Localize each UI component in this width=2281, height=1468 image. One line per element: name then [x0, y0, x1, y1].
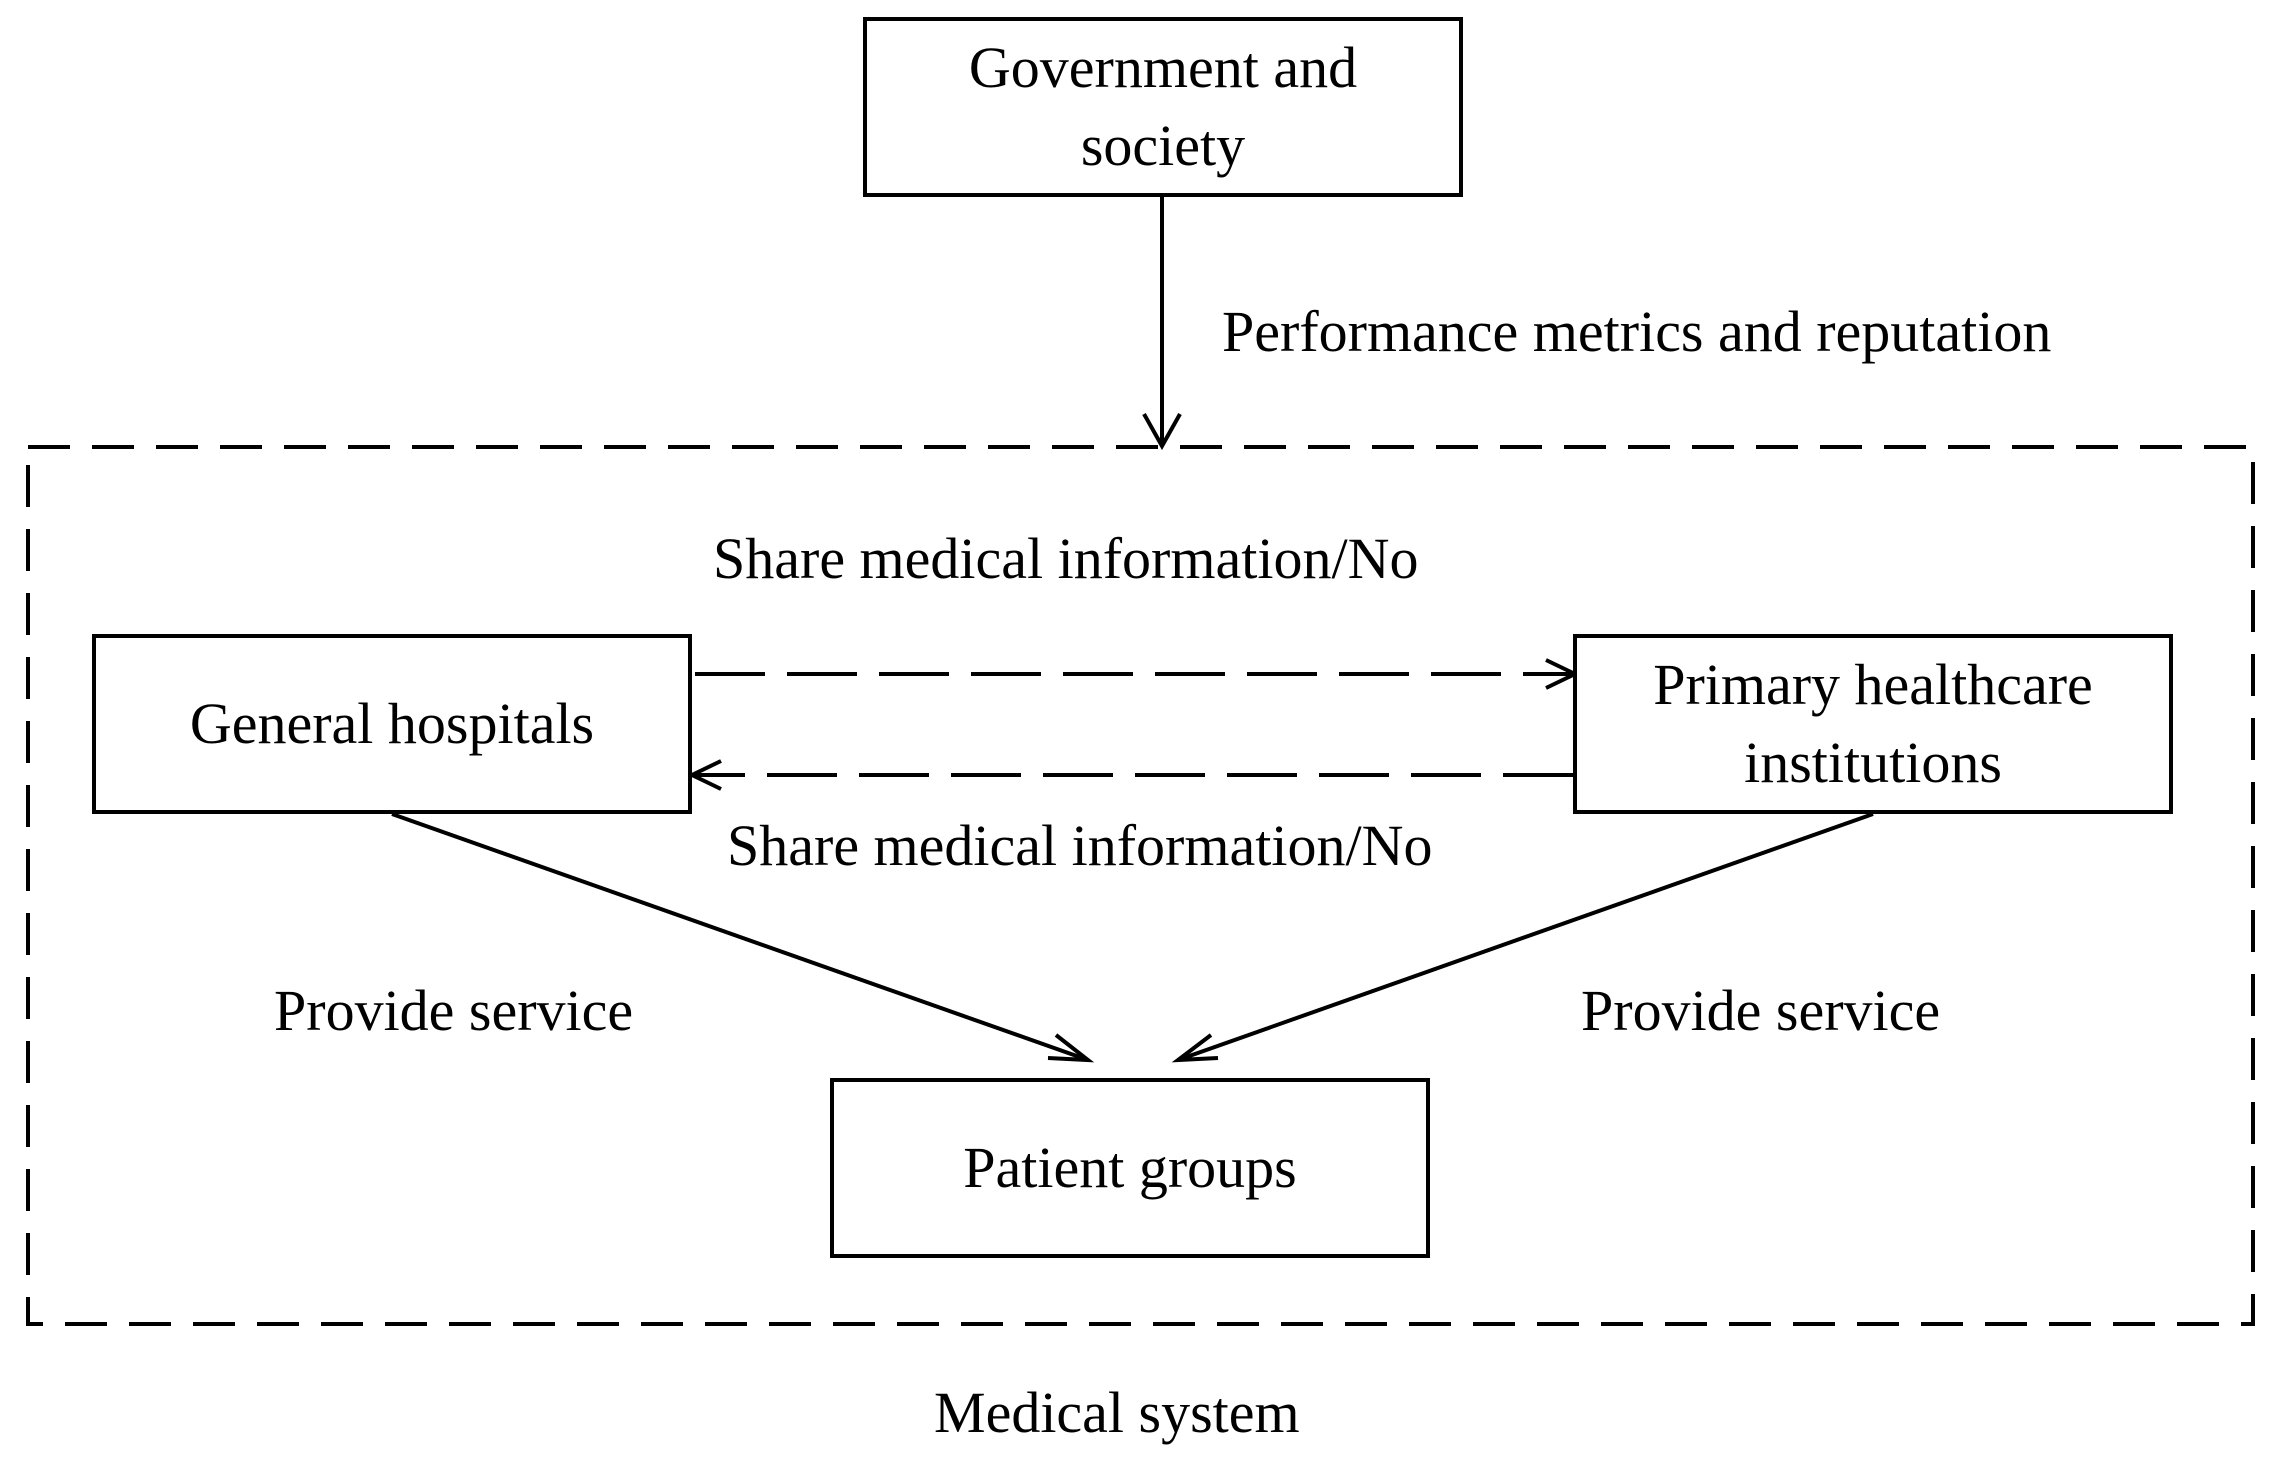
performance-edge-label: Performance metrics and reputation	[1222, 299, 2052, 364]
share-arrowhead-to-general	[687, 759, 722, 791]
share-info-top-label: Share medical information/No	[713, 526, 1419, 591]
patient-groups-box: Patient groups	[830, 1078, 1430, 1258]
share-info-bottom-label: Share medical information/No	[727, 813, 1433, 878]
provide-arrowhead-right	[1171, 1033, 1219, 1063]
primary-healthcare-label: Primary healthcare institutions	[1653, 651, 2093, 795]
general-hospitals-label: General hospitals	[189, 690, 595, 756]
government-society-box: Government and society	[863, 17, 1463, 197]
primary-healthcare-box: Primary healthcare institutions	[1573, 634, 2173, 814]
general-hospitals-box: General hospitals	[92, 634, 692, 814]
provide-arrowhead-left	[1047, 1033, 1095, 1063]
provide-arrow-left	[391, 812, 1089, 1062]
performance-arrowhead	[1142, 413, 1182, 451]
provide-service-right-label: Provide service	[1581, 978, 1941, 1043]
provide-arrow-right	[1177, 812, 1874, 1062]
medical-system-label: Medical system	[934, 1380, 1300, 1445]
medical-system-boundary	[26, 445, 2255, 1326]
government-society-label: Government and society	[968, 34, 1358, 178]
provide-service-left-label: Provide service	[274, 978, 634, 1043]
patient-groups-label: Patient groups	[963, 1134, 1297, 1200]
